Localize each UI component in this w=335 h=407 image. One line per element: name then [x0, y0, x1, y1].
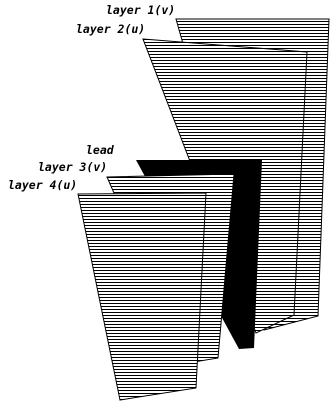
label-layer-2: layer 2(u) — [76, 22, 145, 36]
label-layer-3: layer 3(v) — [38, 160, 107, 174]
layer-4-plane — [77, 192, 207, 401]
label-layer-4: layer 4(u) — [8, 178, 77, 192]
label-layer-1: layer 1(v) — [106, 3, 175, 17]
label-lead: lead — [86, 143, 115, 157]
